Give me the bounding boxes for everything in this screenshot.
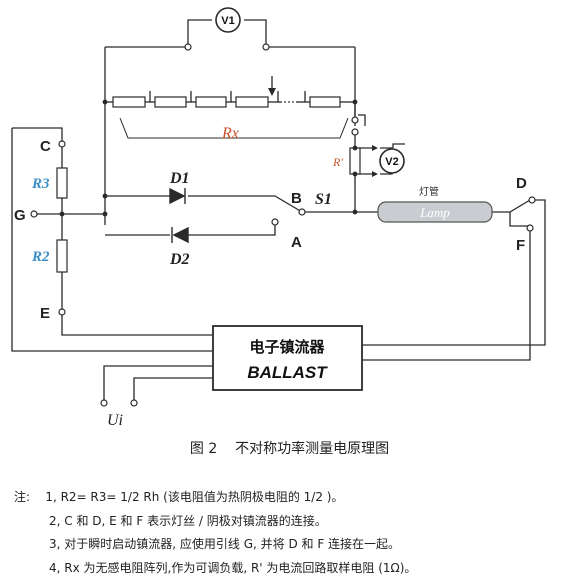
ballast-box: 电子镇流器 BALLAST — [212, 325, 363, 391]
figure-number: 图 2 — [189, 441, 218, 457]
label-a: A — [291, 234, 302, 251]
ballast-label-en: BALLAST — [247, 363, 328, 382]
label-rx: Rx — [221, 125, 239, 142]
note-item: 2, C 和 D, E 和 F 表示灯丝 / 阴极对镇流器的连接。 — [14, 510, 574, 534]
label-ui: Ui — [107, 412, 123, 429]
notes-block: 注: 1, R2= R3= 1/2 Rh (该电阻值为热阴极电阻的 1/2 )。… — [14, 486, 574, 580]
label-d: D — [516, 175, 527, 192]
label-c: C — [40, 138, 51, 155]
label-g: G — [14, 207, 26, 224]
voltmeter-v2: V2 — [379, 148, 405, 174]
label-f: F — [516, 237, 525, 254]
figure-caption: 图 2 不对称功率测量电原理图 — [0, 438, 579, 458]
figure-title: 不对称功率测量电原理图 — [235, 441, 390, 457]
label-v2: V2 — [385, 156, 398, 168]
label-d1: D1 — [169, 170, 190, 187]
lamp-label-cn: 灯管 — [419, 185, 439, 198]
circuit-diagram: V1 V2 Lamp 灯管 电子镇流器 BALLAST C G E R3 R2 … — [11, 7, 546, 429]
lamp-label-en: Lamp — [419, 205, 450, 220]
label-d2: D2 — [169, 251, 190, 268]
label-b: B — [291, 190, 302, 207]
notes-prefix: 注: — [14, 490, 31, 504]
note-text: 4, Rx 为无感电阻阵列,作为可调负载, R' 为电流回路取样电阻 (1Ω)。 — [49, 560, 417, 575]
ballast-label-cn: 电子镇流器 — [249, 338, 325, 356]
note-item: 4, Rx 为无感电阻阵列,作为可调负载, R' 为电流回路取样电阻 (1Ω)。 — [14, 557, 574, 581]
label-e: E — [40, 305, 50, 322]
note-item: 注: 1, R2= R3= 1/2 Rh (该电阻值为热阴极电阻的 1/2 )。 — [14, 486, 574, 510]
lamp-tube: Lamp — [377, 201, 493, 223]
label-s1: S1 — [315, 191, 332, 208]
note-text: 3, 对于瞬时启动镇流器, 应使用引线 G, 并将 D 和 F 连接在一起。 — [49, 537, 401, 551]
label-r3: R3 — [31, 176, 50, 192]
label-rprime: R' — [332, 155, 343, 169]
note-text: 2, C 和 D, E 和 F 表示灯丝 / 阴极对镇流器的连接。 — [49, 513, 327, 528]
label-v1: V1 — [221, 15, 234, 27]
label-r2: R2 — [31, 249, 50, 265]
note-text: 1, R2= R3= 1/2 Rh (该电阻值为热阴极电阻的 1/2 )。 — [45, 490, 344, 504]
note-item: 3, 对于瞬时启动镇流器, 应使用引线 G, 并将 D 和 F 连接在一起。 — [14, 533, 574, 557]
voltmeter-v1: V1 — [215, 7, 241, 33]
